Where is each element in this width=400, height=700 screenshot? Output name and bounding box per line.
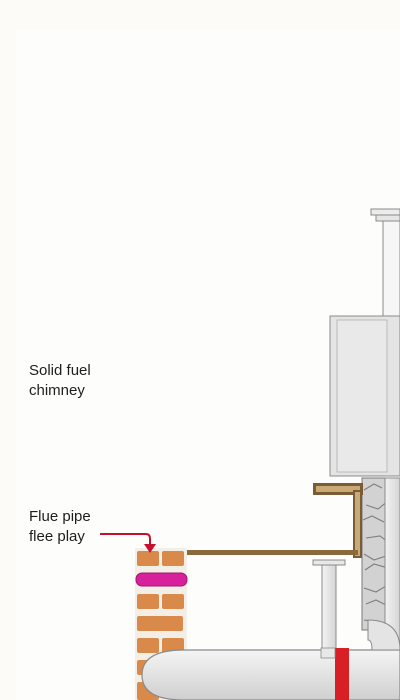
brick bbox=[137, 551, 159, 566]
brick bbox=[137, 594, 159, 609]
right-pipe bbox=[384, 477, 400, 649]
chimney-body-inner bbox=[336, 319, 388, 473]
pipe-elbow bbox=[367, 619, 400, 651]
flue-line bbox=[186, 550, 358, 555]
brick bbox=[137, 616, 183, 631]
chimney-label-line1: Solid fuel bbox=[29, 362, 91, 379]
bottom-pipe bbox=[141, 649, 400, 700]
red-pipe bbox=[335, 648, 349, 700]
brick bbox=[162, 594, 184, 609]
flue-label: Flue pipe flee play bbox=[29, 507, 91, 547]
brick bbox=[162, 638, 184, 653]
pipe-collar bbox=[320, 647, 336, 659]
brick bbox=[137, 638, 159, 653]
annotation-arrow bbox=[100, 533, 156, 553]
sleeve-band bbox=[135, 572, 188, 587]
brick bbox=[162, 551, 184, 566]
chimney-stack bbox=[382, 220, 400, 317]
flue-label-line2: flee play bbox=[29, 528, 85, 545]
chimney-label: Solid fuel chimney bbox=[29, 361, 91, 401]
wood-bracket bbox=[313, 483, 363, 558]
flue-label-line1: Flue pipe bbox=[29, 508, 91, 525]
chimney-label-line2: chimney bbox=[29, 382, 85, 399]
